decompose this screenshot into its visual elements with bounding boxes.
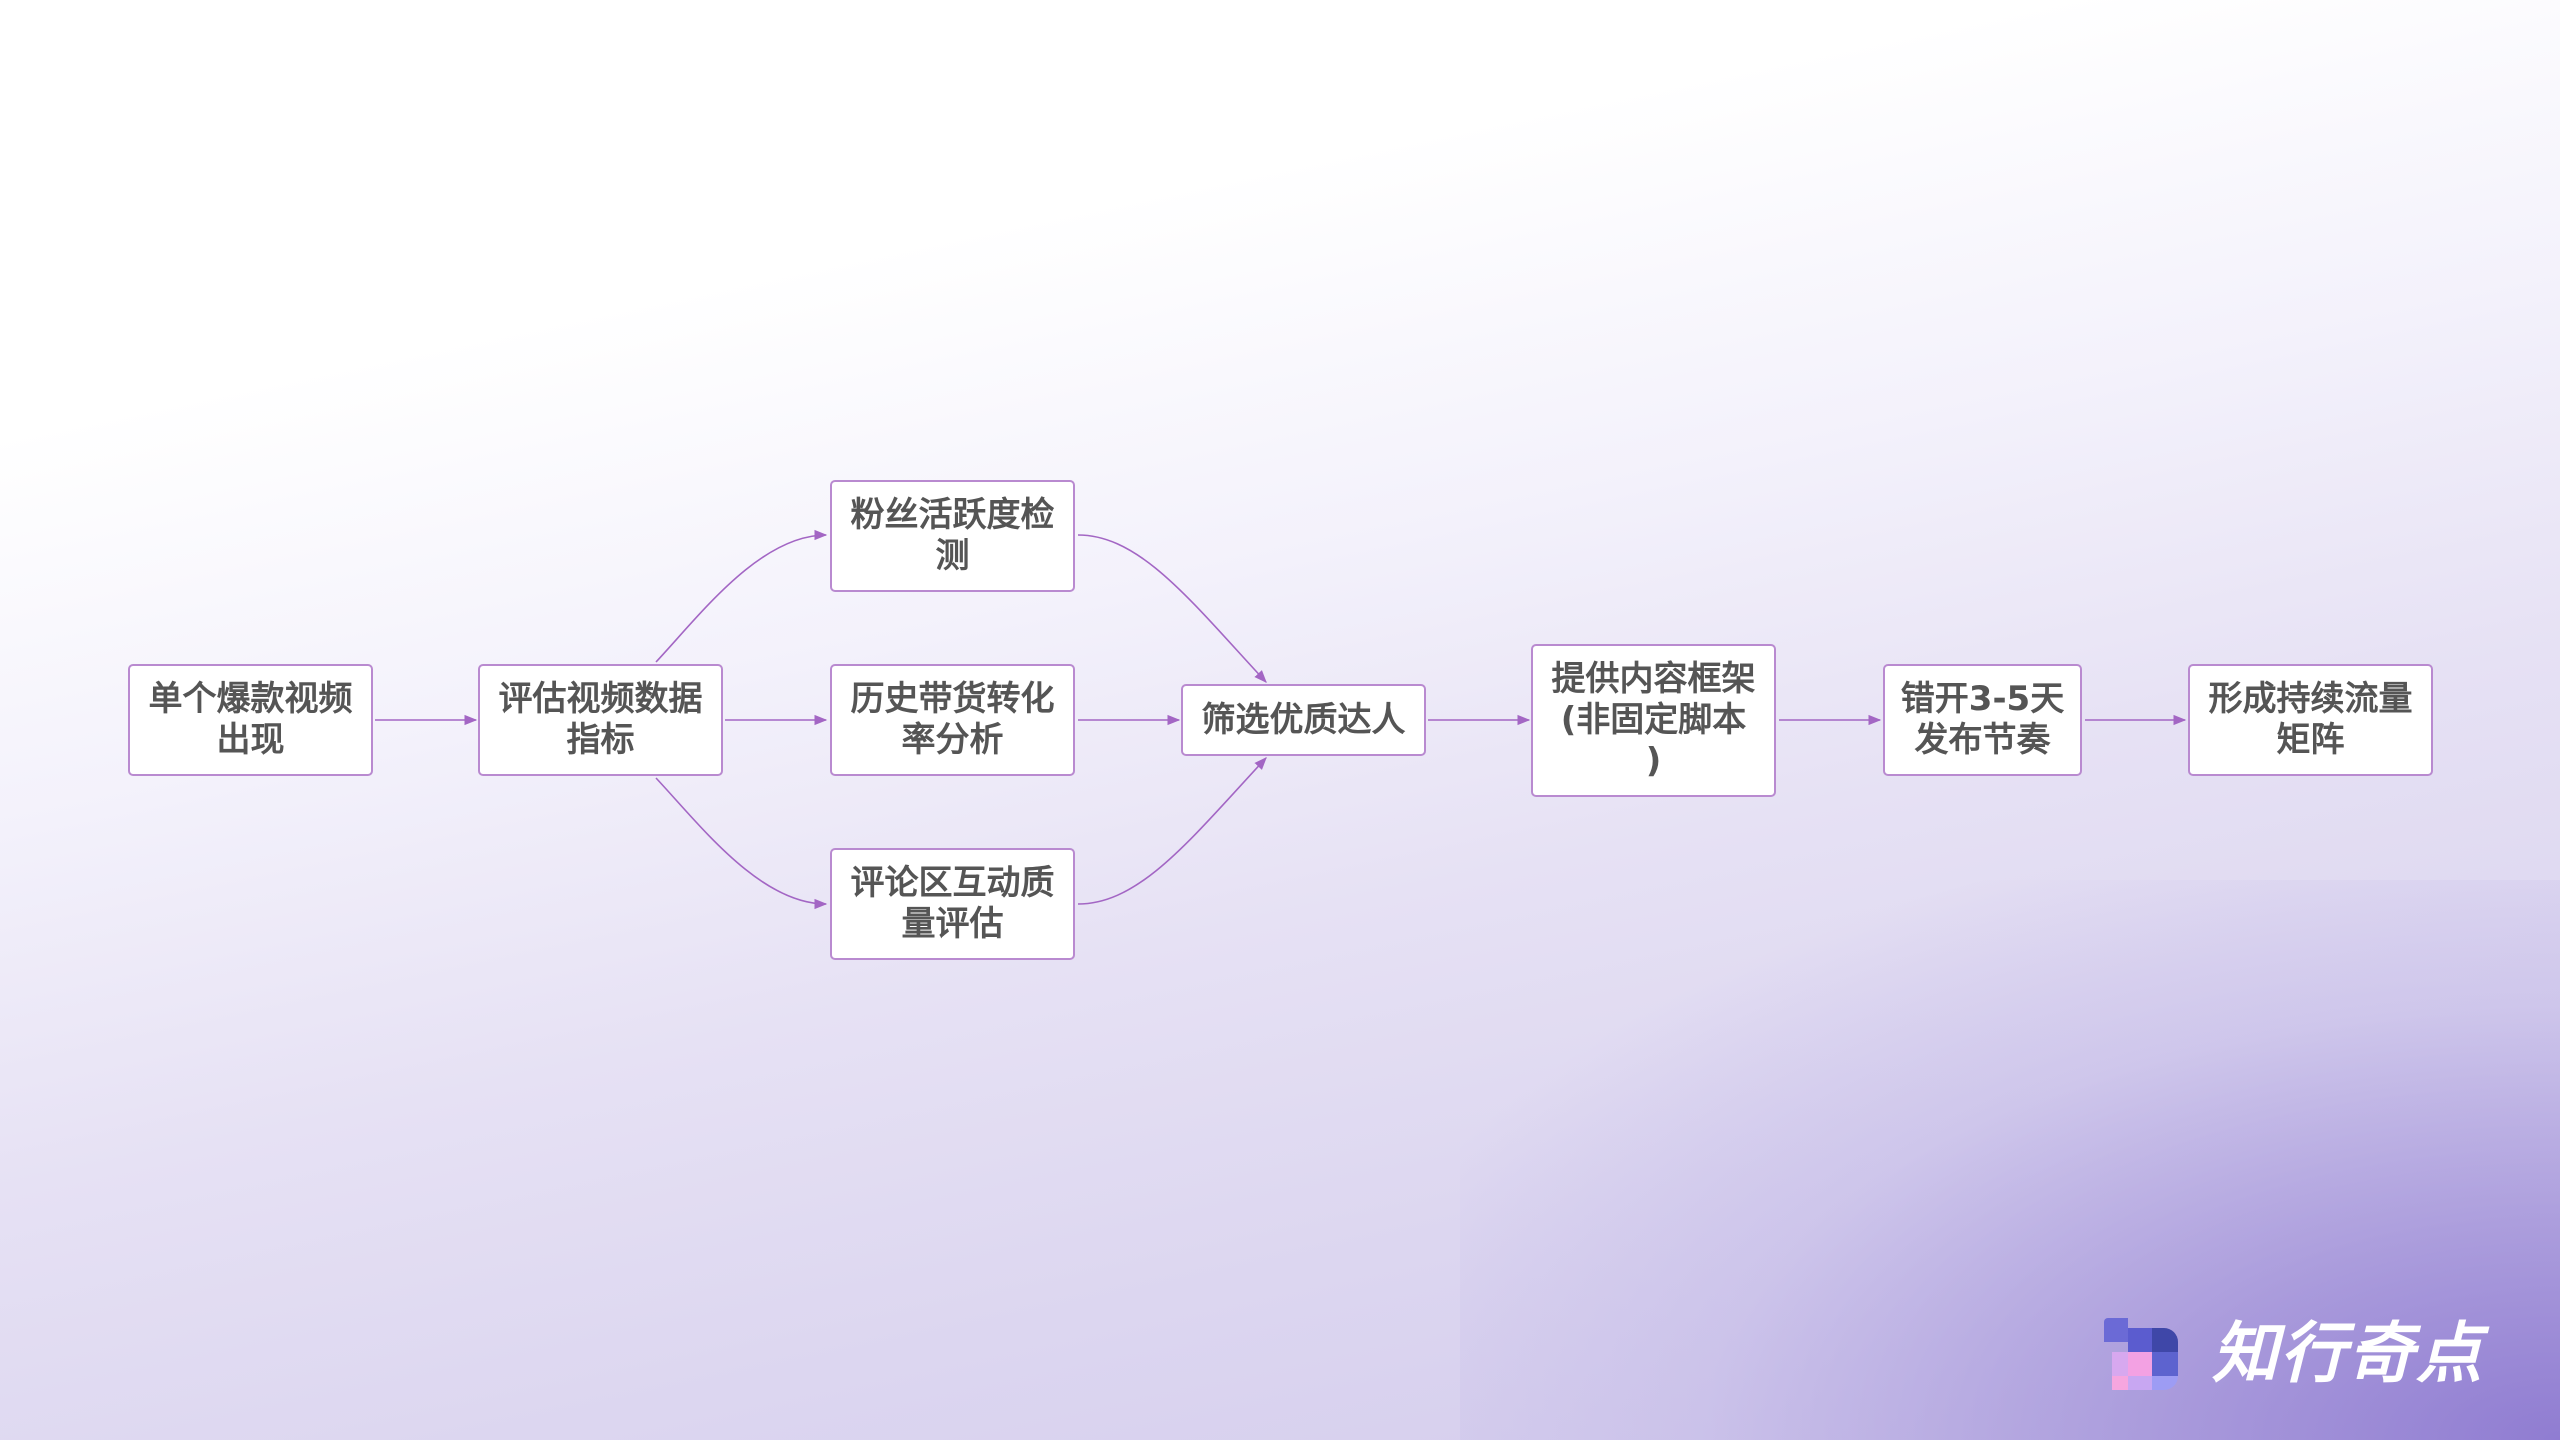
node-label-line: 率分析 [901, 720, 1004, 760]
node-label-line: 提供内容框架 [1551, 659, 1756, 699]
edge-n5-n6 [1077, 757, 1267, 905]
node-label-line: 筛选优质达人 [1201, 699, 1406, 740]
brand-logo: 知行奇点 [2104, 1316, 2484, 1392]
node-label-line: 单个爆款视频 [148, 679, 353, 719]
edge-n3-n6 [1077, 534, 1267, 683]
node-label-line: 粉丝活跃度检 [850, 495, 1055, 535]
node-label-line: 量评估 [901, 904, 1004, 944]
node-label-line: 矩阵 [2276, 720, 2345, 760]
node-label-line: (非固定脚本 [1560, 700, 1747, 740]
node-traffic-matrix[interactable]: 形成持续流量 矩阵 [2188, 664, 2433, 776]
node-evaluate-metrics[interactable]: 评估视频数据 指标 [478, 664, 723, 776]
edge-n2-n5 [655, 777, 828, 910]
pixel-grid-logo-icon [2104, 1318, 2178, 1390]
node-comment-quality[interactable]: 评论区互动质 量评估 [830, 848, 1075, 960]
node-label-line: 形成持续流量 [2208, 679, 2413, 719]
node-label-line: 指标 [566, 720, 635, 760]
node-label-line: 错开3-5天 [1900, 679, 2065, 719]
node-label-line: 历史带货转化 [850, 679, 1055, 719]
node-select-creators[interactable]: 筛选优质达人 [1181, 684, 1426, 756]
node-label-line: ) [1645, 741, 1662, 781]
node-label-line: 出现 [216, 720, 285, 760]
node-viral-video[interactable]: 单个爆款视频 出现 [128, 664, 373, 776]
node-label-line: 测 [935, 536, 970, 576]
node-label-line: 评估视频数据 [498, 679, 703, 719]
node-label-line: 发布节奏 [1914, 720, 2051, 760]
node-fan-activity[interactable]: 粉丝活跃度检 测 [830, 480, 1075, 592]
node-conversion-history[interactable]: 历史带货转化 率分析 [830, 664, 1075, 776]
node-staggered-release[interactable]: 错开3-5天 发布节奏 [1883, 664, 2082, 776]
brand-logo-text: 知行奇点 [2212, 1315, 2484, 1392]
node-content-framework[interactable]: 提供内容框架 (非固定脚本 ) [1531, 644, 1776, 797]
node-label-line: 评论区互动质 [850, 863, 1055, 903]
edge-n2-n3 [655, 529, 828, 663]
